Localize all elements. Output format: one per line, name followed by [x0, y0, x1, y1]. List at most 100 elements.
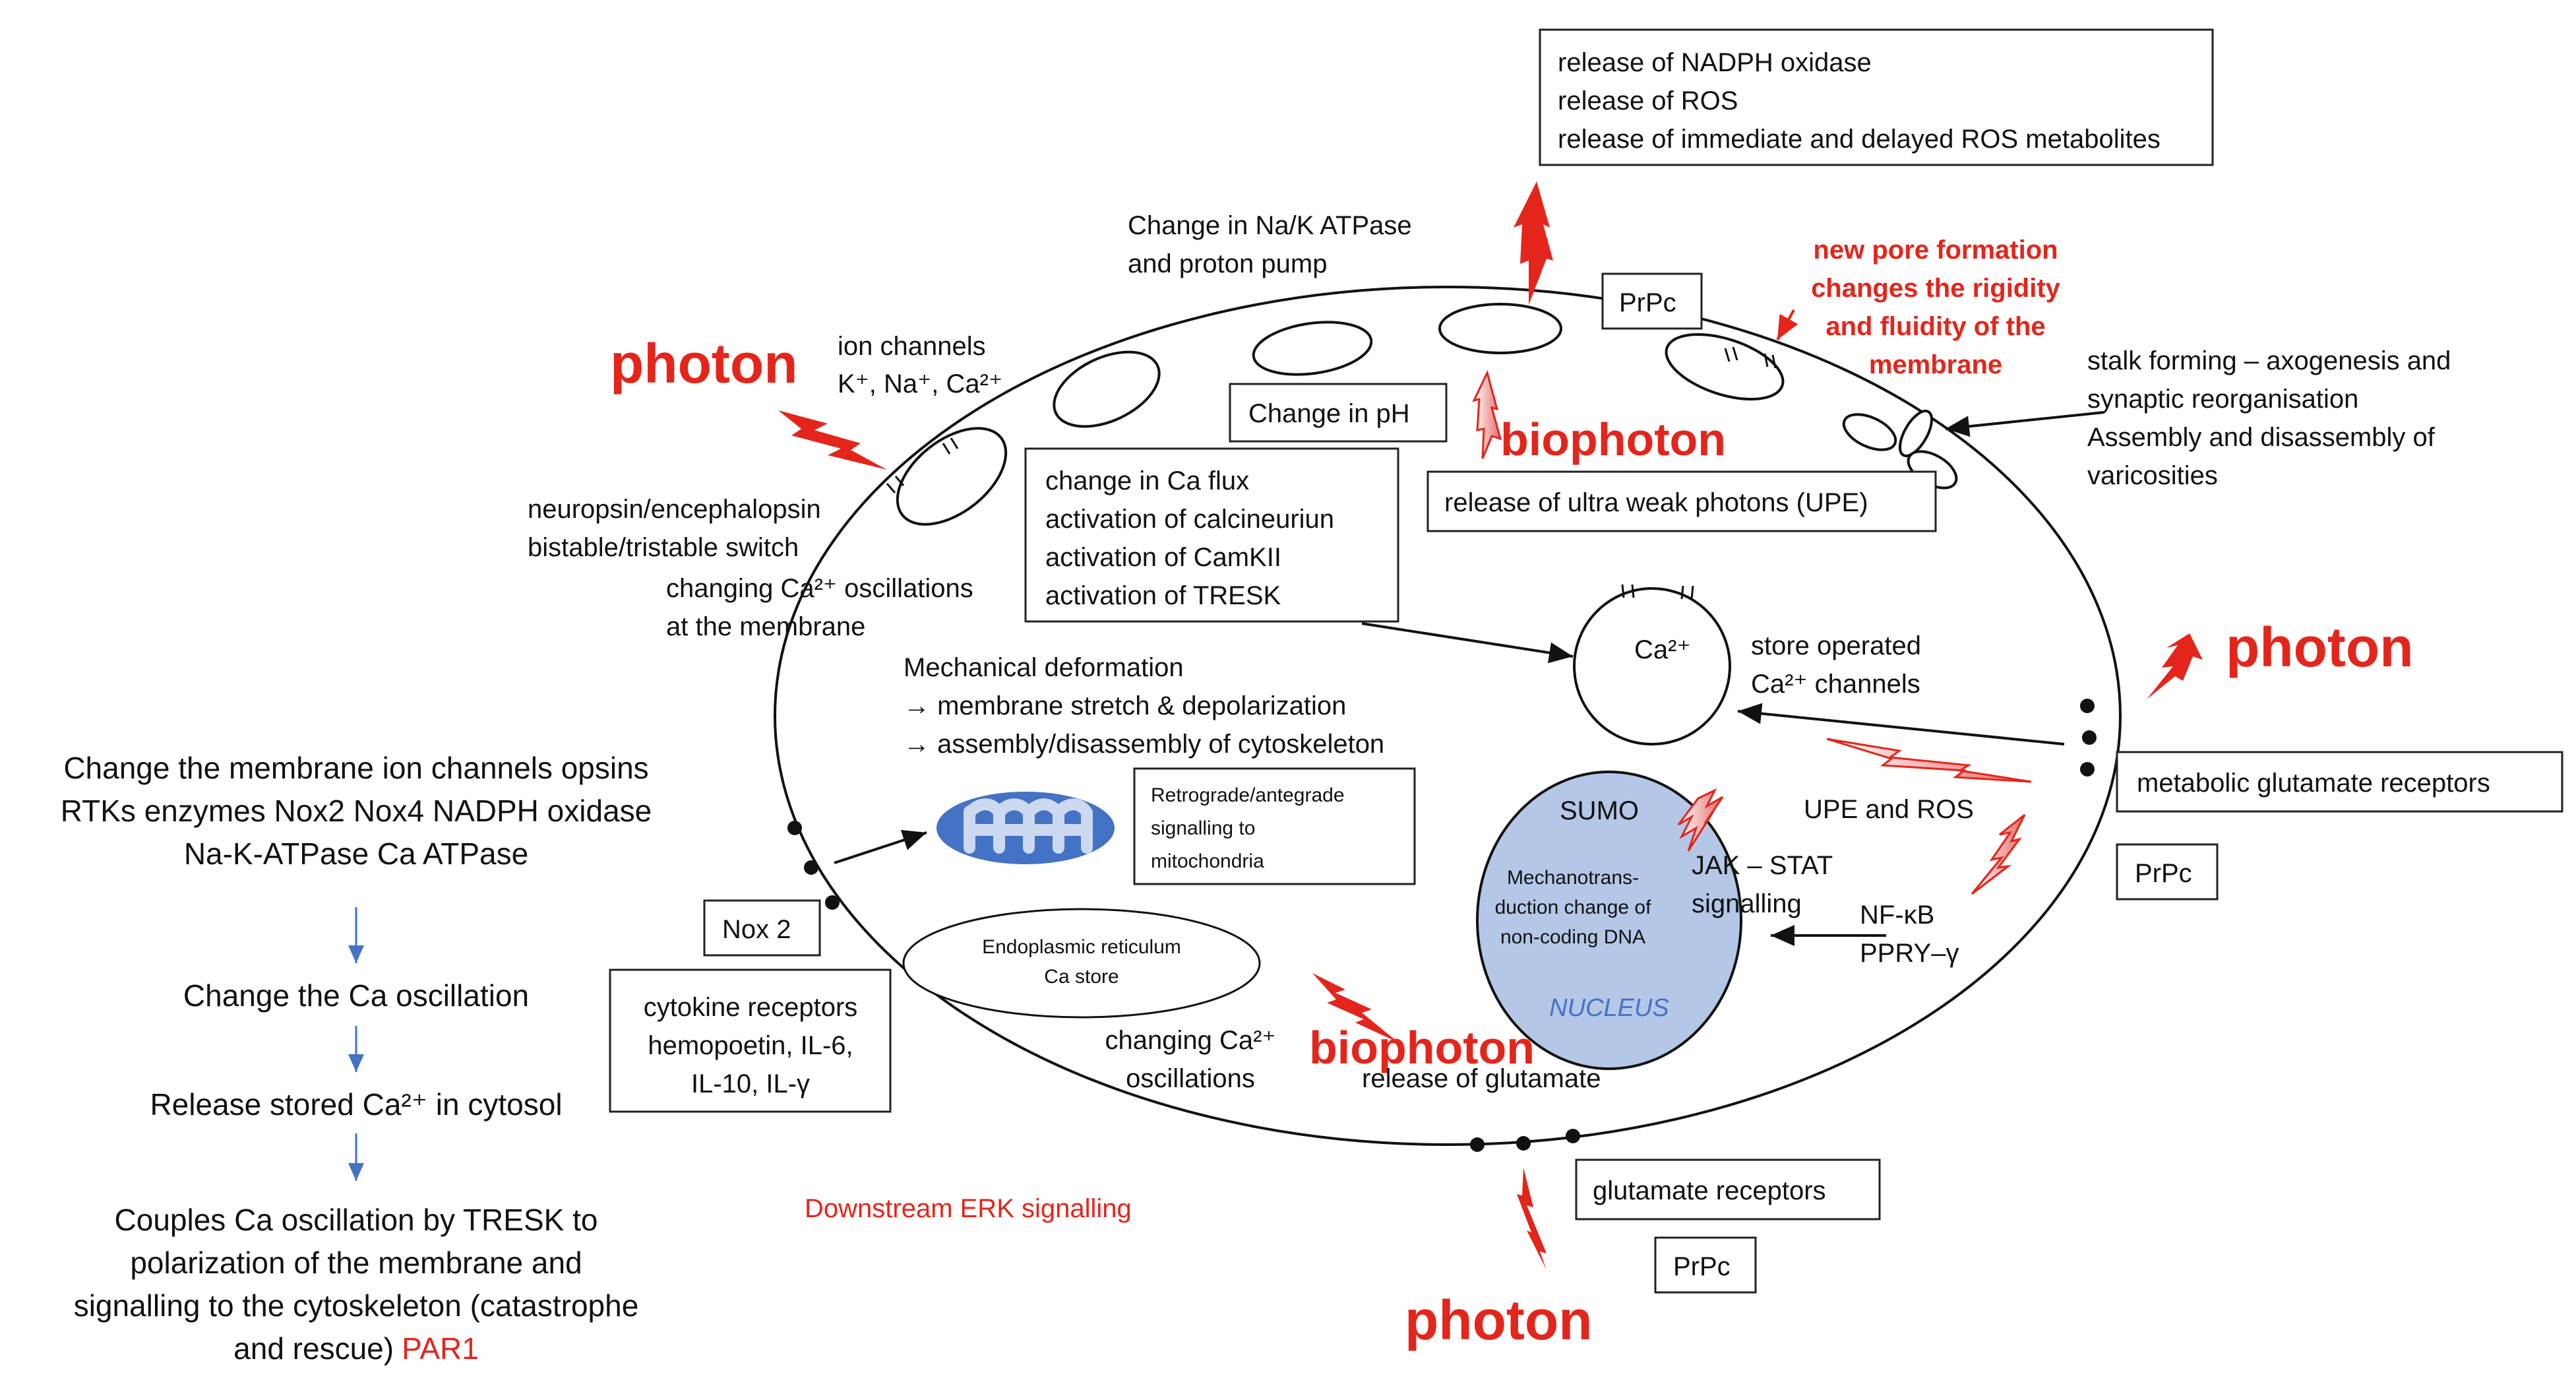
cytokine-line-2: hemopoetin, IL-6, — [648, 1031, 853, 1060]
prpc-right-label: PrPc — [2135, 859, 2192, 888]
retrograde-line-2: signalling to — [1151, 817, 1255, 839]
atpase-line-1: Change in Na/K ATPase — [1128, 211, 1412, 240]
ca-flux-line-1: change in Ca flux — [1045, 466, 1249, 495]
prpc-top-box — [1601, 272, 1703, 330]
atpase-line-2: and proton pump — [1128, 249, 1327, 278]
ph-box — [1229, 383, 1448, 443]
flow-step-2: Change the Ca oscillation — [183, 978, 529, 1013]
nox2-box — [703, 899, 821, 957]
ca-store-label: Ca²⁺ — [1634, 635, 1691, 664]
nadph-line-3: release of immediate and delayed ROS met… — [1558, 125, 2161, 154]
retrograde-line-3: mitochondria — [1151, 850, 1264, 872]
flow-step-3: Release stored Ca²⁺ in cytosol — [150, 1087, 562, 1122]
ca-flux-line-2: activation of calcineuriun — [1045, 505, 1334, 534]
arrow-pore — [1776, 309, 1798, 340]
prpc-right-box — [2116, 843, 2219, 901]
metabolic-glutamate-box — [2116, 751, 2563, 813]
photon-bolt-icon — [2147, 633, 2203, 699]
glutamate-receptors-label: glutamate receptors — [1593, 1176, 1826, 1205]
nadph-line-1: release of NADPH oxidase — [1558, 48, 1872, 77]
ion-channels-line-1: ion channels — [838, 332, 986, 361]
par1-label: PAR1 — [402, 1331, 479, 1366]
ca-flux-line-3: activation of CamKII — [1045, 543, 1281, 572]
mechanical-line-2: → membrane stretch & depolarization — [904, 691, 1346, 720]
biophoton-top-label: biophoton — [1500, 414, 1726, 465]
membrane-protein-ellipse — [1053, 350, 1161, 428]
pore-line-1: new pore formation — [1813, 236, 2058, 265]
neuropsin-line-1: neuropsin/encephalopsin — [528, 495, 821, 524]
receptor-dot — [1470, 1137, 1485, 1152]
store-operated-line-2: Ca²⁺ channels — [1751, 670, 1920, 699]
ca-store-circle — [1573, 587, 1731, 745]
receptor-dot — [1566, 1129, 1580, 1143]
nadph-line-2: release of ROS — [1558, 86, 1738, 115]
flow-step-4-line-4a: and rescue) — [233, 1331, 394, 1366]
pore-line-2: changes the rigidity — [1811, 274, 2061, 303]
prpc-top-label: PrPc — [1619, 288, 1676, 317]
photon-bottom-label: photon — [1405, 1289, 1593, 1351]
photon-bolt-icon — [1514, 181, 1553, 305]
flow-step-4-line-4: and rescue)PAR1 — [233, 1331, 479, 1366]
photon-right-label: photon — [2226, 616, 2414, 678]
mechanotransduction-line-1: Mechanotrans- — [1507, 867, 1639, 889]
flow-step-1-line-2: RTKs enzymes Nox2 Nox4 NADPH oxidase — [61, 794, 652, 828]
er-line-2: Ca store — [1044, 966, 1119, 988]
arrow-stalk — [1945, 411, 2104, 437]
jak-stat-line-2: signalling — [1692, 889, 1802, 918]
nfkb-line-2: PPRY–γ — [1860, 939, 1959, 968]
receptor-dot — [2080, 699, 2095, 713]
downstream-erk-label: Downstream ERK signalling — [805, 1194, 1132, 1223]
arrow-mitochondria — [834, 830, 927, 864]
release-glutamate-label: release of glutamate — [1362, 1064, 1601, 1093]
nadph-box — [1539, 28, 2214, 166]
biophoton-bolt-icon — [1312, 973, 1398, 1042]
flow-step-1-line-3: Na-K-ATPase Ca ATPase — [184, 837, 528, 871]
mechanical-line-3: → assembly/disassembly of cytoskeleton — [904, 730, 1384, 759]
receptor-dot — [804, 860, 818, 875]
retrograde-box — [1133, 767, 1416, 885]
stalk-line-3: Assembly and disassembly of — [2087, 423, 2436, 452]
receptor-dot — [825, 895, 840, 910]
metabolic-glutamate-label: metabolic glutamate receptors — [2137, 769, 2490, 798]
er-line-1: Endoplasmic reticulum — [982, 936, 1181, 958]
receptor-dot — [787, 821, 802, 835]
jak-stat-line-1: JAK – STAT — [1692, 851, 1833, 880]
biophoton-bolt-icon — [1677, 788, 1724, 852]
biophoton-bottom-label: biophoton — [1309, 1022, 1535, 1073]
pore-ellipse — [1665, 333, 1785, 401]
upe-release-label: release of ultra weak photons (UPE) — [1444, 488, 1868, 517]
neuropsin-line-2: bistable/tristable switch — [528, 533, 799, 562]
pore-line-4: membrane — [1869, 350, 2002, 379]
cell-membrane — [774, 286, 2122, 1146]
stalk-ellipse — [1842, 413, 1897, 451]
glutamate-receptors-box — [1575, 1158, 1881, 1220]
receptor-dot — [2080, 762, 2095, 776]
photon-left-label: photon — [610, 333, 798, 395]
nucleus-label: NUCLEUS — [1549, 994, 1669, 1022]
stalk-line-4: varicosities — [2087, 461, 2218, 490]
receptor-dot — [2082, 730, 2097, 745]
mitochondrion — [936, 792, 1115, 864]
pore-line-3: and fluidity of the — [1825, 312, 2045, 341]
nfkb-line-1: NF-κB — [1860, 901, 1934, 930]
cytokine-box — [609, 968, 892, 1113]
ca-oscillation-membrane-line-2: at the membrane — [666, 612, 865, 641]
prpc-bottom-label: PrPc — [1673, 1252, 1731, 1281]
endoplasmic-reticulum — [902, 908, 1261, 1019]
stalk-ellipse — [1898, 410, 1934, 457]
receptor-dot — [1516, 1136, 1531, 1151]
arrow-store-operated — [1737, 703, 2065, 745]
membrane-protein-ellipse — [1252, 321, 1373, 376]
ion-channels-line-2: K⁺, Na⁺, Ca²⁺ — [838, 369, 1002, 398]
biophoton-bolt-icon — [1472, 369, 1502, 459]
photon-bolt-icon — [778, 410, 887, 470]
flow-step-4-line-2: polarization of the membrane and — [130, 1246, 582, 1280]
ion-channel-ellipse — [896, 427, 1008, 526]
ca-flux-box — [1024, 447, 1399, 623]
photon-bolt-icon — [1517, 1168, 1547, 1270]
changing-ca-line-2: oscillations — [1126, 1064, 1255, 1093]
nucleus — [1476, 771, 1742, 1070]
arrow-ca-flux — [1361, 622, 1574, 664]
upe-release-box — [1426, 470, 1937, 532]
